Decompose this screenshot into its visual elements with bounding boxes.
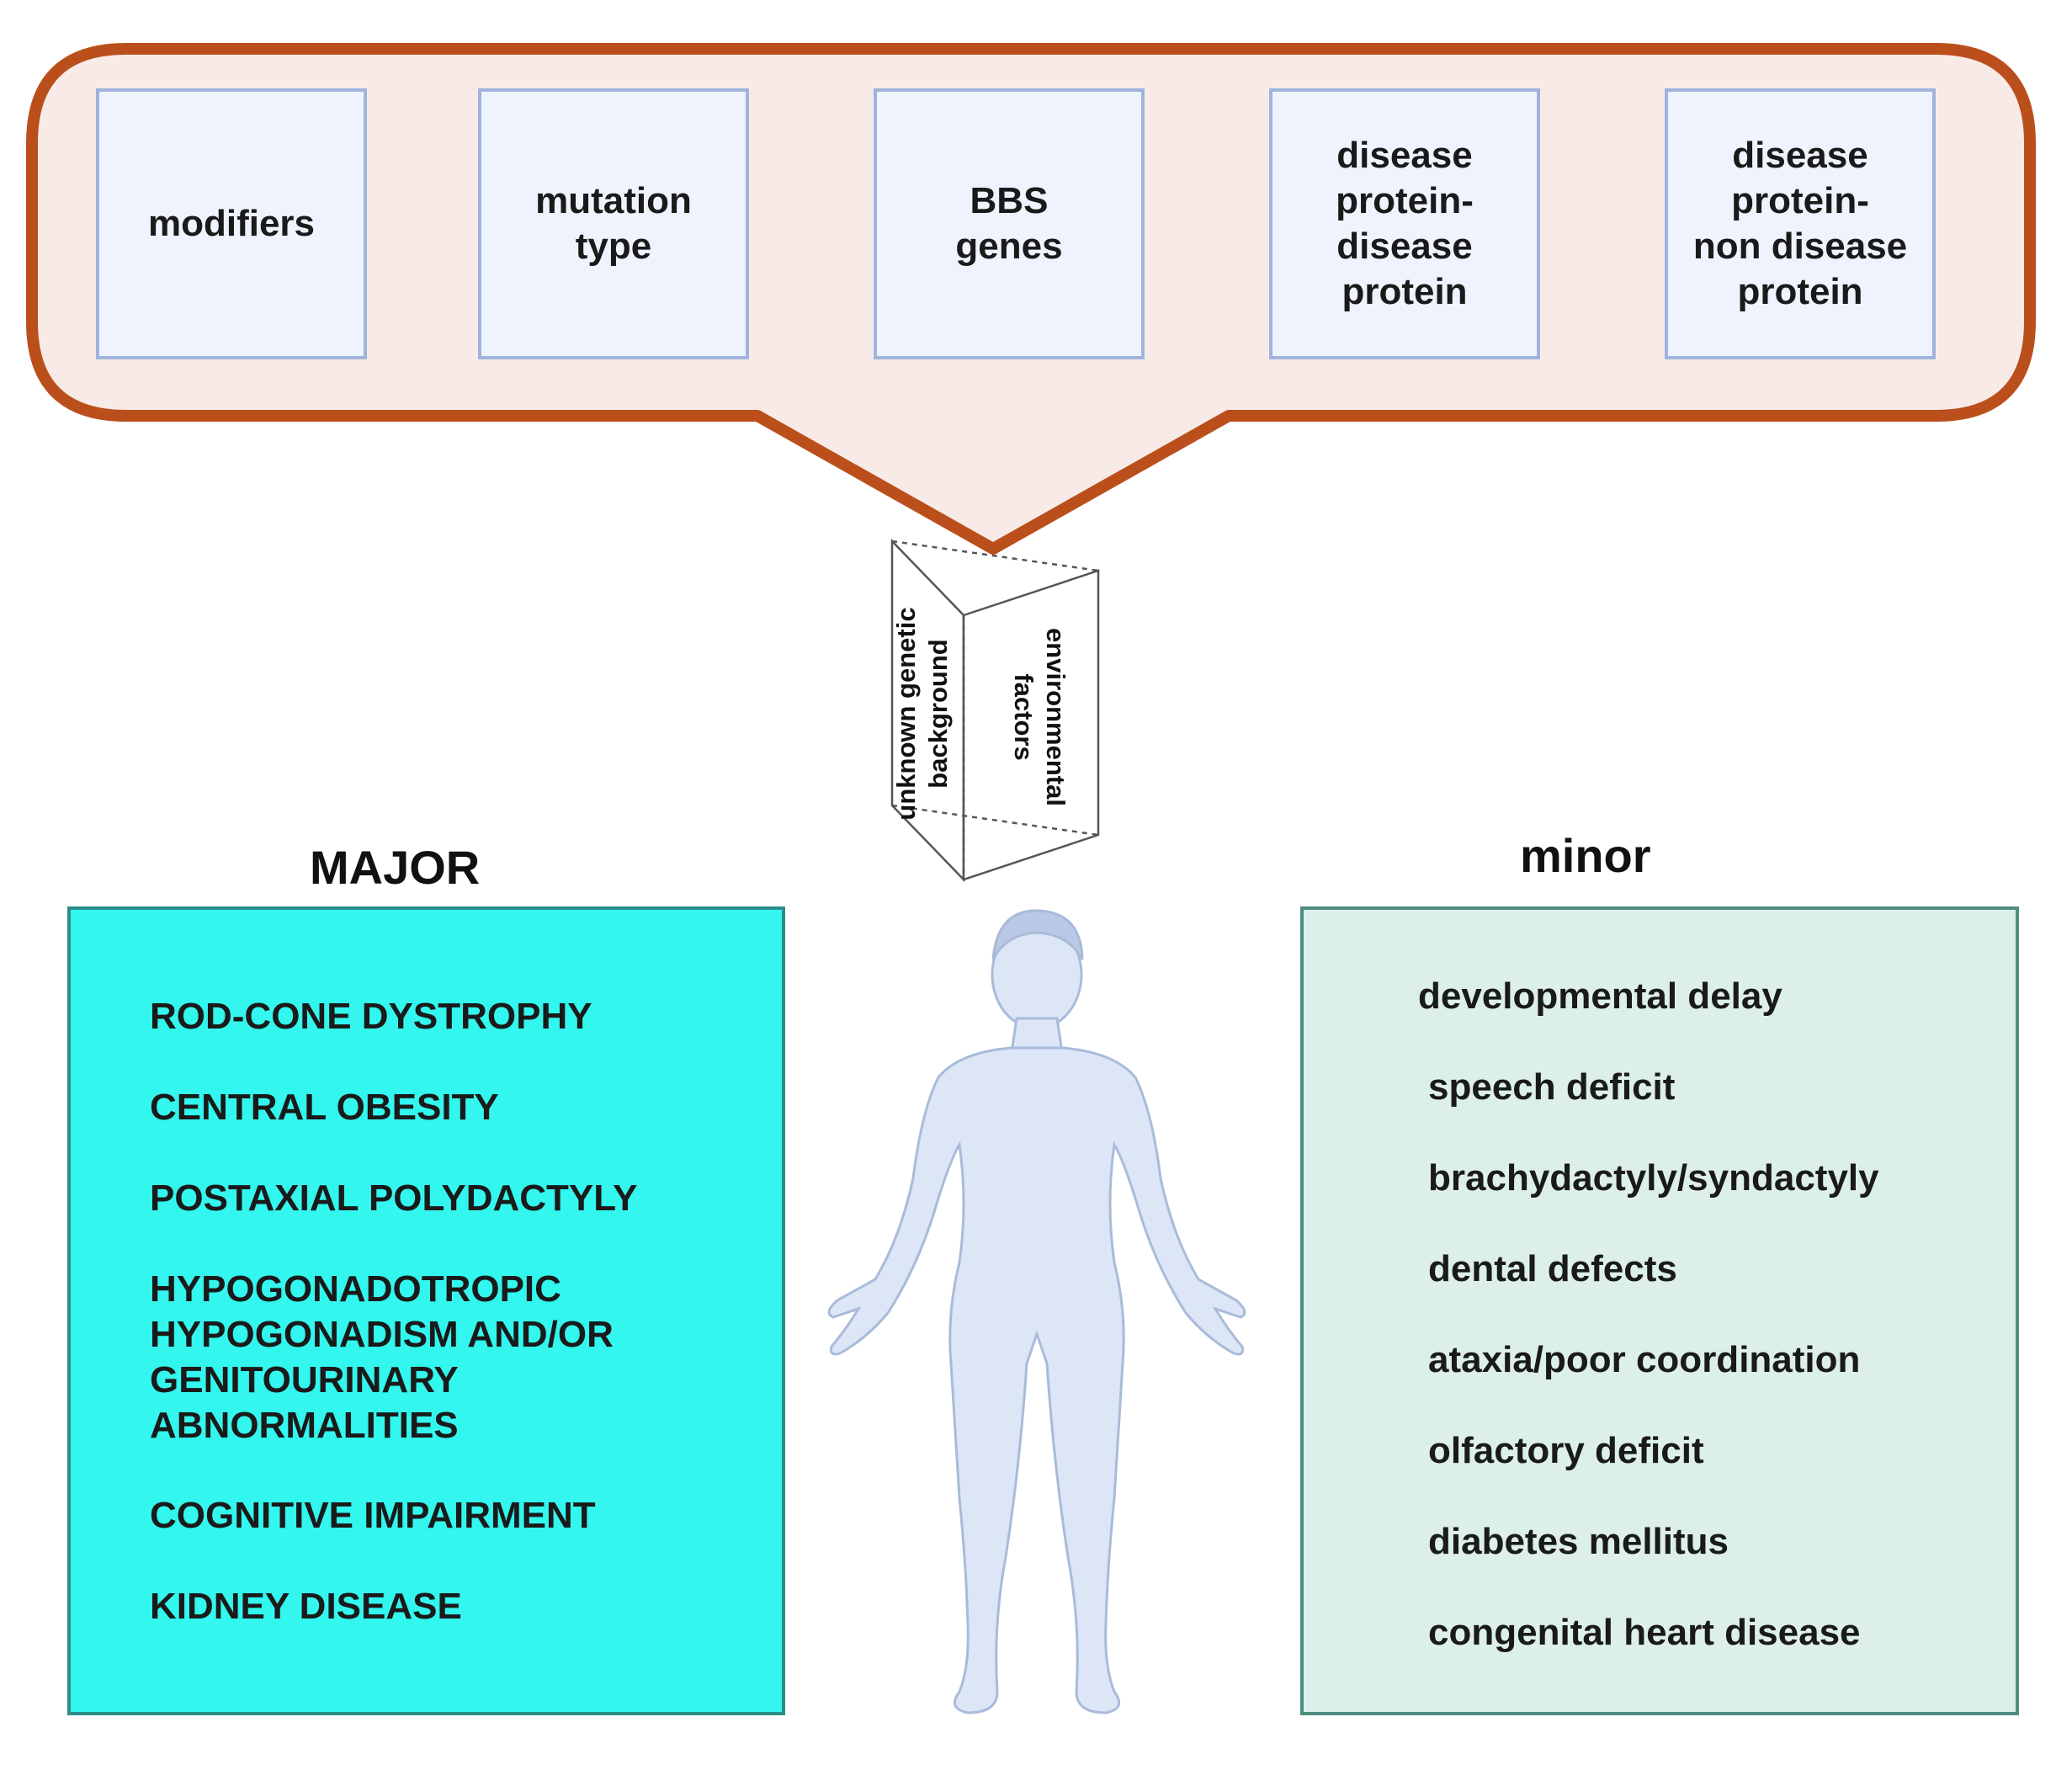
minor-feature-item: congenital heart disease (1428, 1612, 1861, 1653)
minor-heading: minor (1520, 829, 1651, 882)
major-feature-item: CENTRAL OBESITY (150, 1087, 499, 1128)
factor-box-disease-disease-protein: disease protein- disease protein (1269, 88, 1540, 359)
minor-feature-item: brachydactyly/syndactyly (1428, 1157, 1879, 1199)
minor-feature-item: dental defects (1428, 1248, 1677, 1289)
minor-feature-item: olfactory deficit (1428, 1430, 1704, 1471)
factor-label: disease protein- non disease protein (1692, 135, 1908, 312)
factor-label: modifiers (147, 203, 316, 244)
factor-label: mutation type (535, 180, 692, 267)
factor-box-disease-nondisease-protein: disease protein- non disease protein (1665, 88, 1936, 359)
factor-box-mutation-type: mutation type (478, 88, 749, 359)
minor-features-panel: developmental delay speech deficit brach… (1300, 906, 2019, 1715)
factor-label: BBS genes (955, 180, 1063, 267)
major-feature-item: ROD-CONE DYSTROPHY (150, 996, 592, 1037)
prism (890, 538, 1100, 883)
major-feature-item: POSTAXIAL POLYDACTYLY (150, 1177, 638, 1219)
major-feature-item: HYPOGONADOTROPIC HYPOGONADISM AND/OR GEN… (150, 1268, 614, 1446)
minor-feature-item: speech deficit (1428, 1066, 1676, 1108)
minor-feature-item: diabetes mellitus (1428, 1521, 1729, 1562)
factor-label: disease protein- disease protein (1336, 135, 1474, 312)
minor-feature-item: developmental delay (1418, 975, 1782, 1017)
prism-label-environmental-factors: environmental factors (1009, 628, 1071, 806)
factor-box-modifiers: modifiers (96, 88, 367, 359)
human-body-figure (827, 909, 1246, 1714)
major-feature-item: KIDNEY DISEASE (150, 1586, 462, 1627)
major-feature-item: COGNITIVE IMPAIRMENT (150, 1495, 596, 1536)
prism-label-unknown-genetic-background: unknown genetic background (891, 607, 953, 821)
major-features-panel: ROD-CONE DYSTROPHY CENTRAL OBESITY POSTA… (67, 906, 785, 1715)
minor-feature-item: ataxia/poor coordination (1428, 1339, 1861, 1380)
major-heading: MAJOR (310, 841, 481, 894)
factor-box-bbs-genes: BBS genes (874, 88, 1145, 359)
